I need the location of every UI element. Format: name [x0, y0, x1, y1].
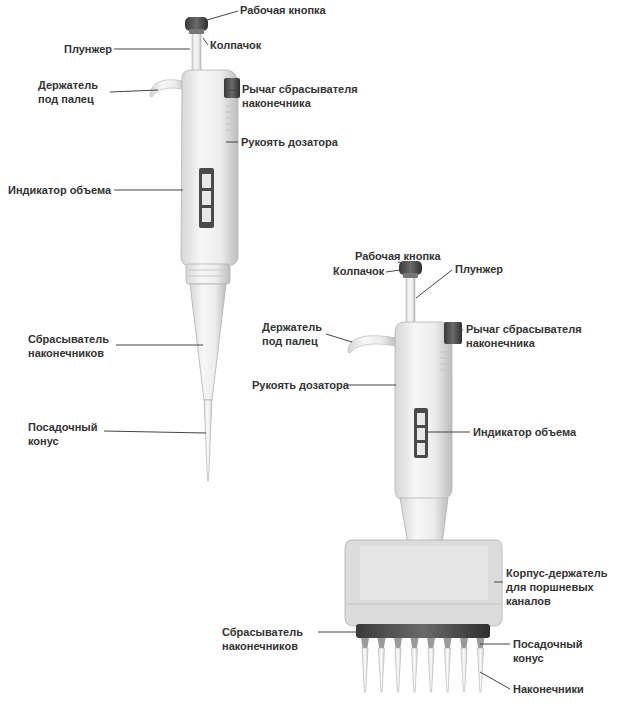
ejector-lever-label: Рычаг сбрасывателя наконечника [242, 82, 382, 110]
pipette-tip [428, 648, 434, 692]
pipette-tip [445, 648, 451, 692]
cap-label: Колпачок [210, 38, 261, 52]
finger-rest-label: Держатель под палец [262, 320, 342, 348]
pipette-tips [361, 638, 485, 692]
handle-label: Рукоять дозатора [241, 135, 338, 149]
fitting-cone-label: Посадочный конус [28, 420, 108, 448]
pipette-tip [379, 648, 385, 692]
tip-ejector-label: Сбрасыватель наконечников [28, 332, 123, 360]
fitting-cone-label: Посадочный конус [513, 637, 593, 665]
tip-ejector-label: Сбрасыватель наконечников [222, 625, 317, 653]
pipette-tip [478, 648, 484, 692]
plunger-label: Плунжер [455, 262, 503, 276]
volume-indicator-label: Индикатор объема [473, 425, 576, 439]
plunger-label: Плунжер [64, 42, 112, 56]
handle-label: Рукоять дозатора [252, 378, 349, 392]
leader-lines [104, 11, 510, 689]
ejector-lever-label: Рычаг сбрасывателя наконечника [466, 322, 606, 350]
pipette-tip [412, 648, 418, 692]
button-label: Рабочая кнопка [355, 249, 441, 263]
pipette-tip [395, 648, 401, 692]
cap-label: Колпачок [333, 264, 384, 278]
pipette-tip [461, 648, 467, 692]
pipette-tip [362, 648, 368, 692]
volume-indicator-label: Индикатор объема [8, 183, 111, 197]
single-channel-pipette [150, 17, 240, 481]
tips-label: Наконечники [513, 682, 584, 696]
finger-rest-label: Держатель под палец [38, 78, 118, 106]
channel-housing-label: Корпус-держатель для поршневых каналов [506, 566, 618, 608]
button-label: Рабочая кнопка [240, 3, 326, 17]
